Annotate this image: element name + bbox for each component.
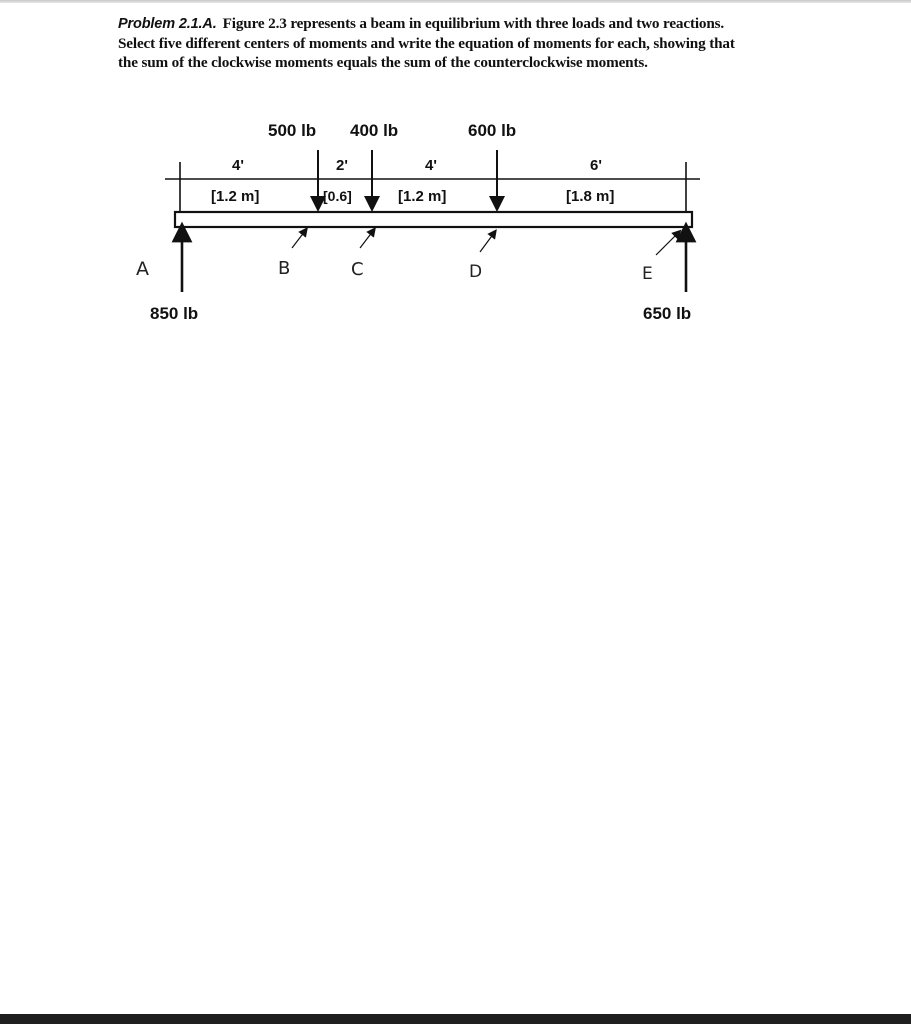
span-2-meters: [0.6] bbox=[323, 188, 352, 204]
beam-diagram: 500 lb 400 lb 600 lb 4' [1.2 m] 2' [0.6]… bbox=[136, 121, 700, 323]
beam bbox=[173, 210, 694, 229]
problem-statement: Problem 2.1.A.Figure 2.3 represents a be… bbox=[118, 14, 748, 72]
load-label-1: 500 lb bbox=[268, 121, 316, 140]
point-b-pointer bbox=[291, 227, 308, 249]
point-d-pointer bbox=[479, 229, 497, 253]
page-top-edge bbox=[0, 0, 911, 3]
bottom-bar bbox=[0, 1014, 911, 1024]
span-1-feet: 4' bbox=[232, 157, 244, 174]
load-label-3: 600 lb bbox=[468, 121, 516, 140]
span-3-meters: [1.2 m] bbox=[398, 188, 446, 205]
point-c-pointer bbox=[359, 227, 376, 249]
span-1-meters: [1.2 m] bbox=[211, 188, 259, 205]
reaction-right-label: 650 lb bbox=[643, 304, 691, 323]
point-a-label: A bbox=[136, 258, 149, 280]
point-c-label: C bbox=[351, 259, 364, 280]
point-b-label: B bbox=[278, 258, 290, 279]
point-e-label: E bbox=[642, 264, 653, 284]
reaction-left-label: 850 lb bbox=[150, 304, 198, 323]
span-4-meters: [1.8 m] bbox=[566, 188, 614, 205]
load-label-2: 400 lb bbox=[350, 121, 398, 140]
point-d-label: D bbox=[469, 262, 482, 282]
span-3-feet: 4' bbox=[425, 157, 437, 174]
point-e-pointer bbox=[655, 229, 682, 256]
span-4-feet: 6' bbox=[590, 157, 602, 174]
problem-text: Figure 2.3 represents a beam in equilibr… bbox=[118, 15, 735, 71]
problem-label: Problem 2.1.A. bbox=[118, 16, 217, 32]
span-2-feet: 2' bbox=[336, 157, 348, 174]
